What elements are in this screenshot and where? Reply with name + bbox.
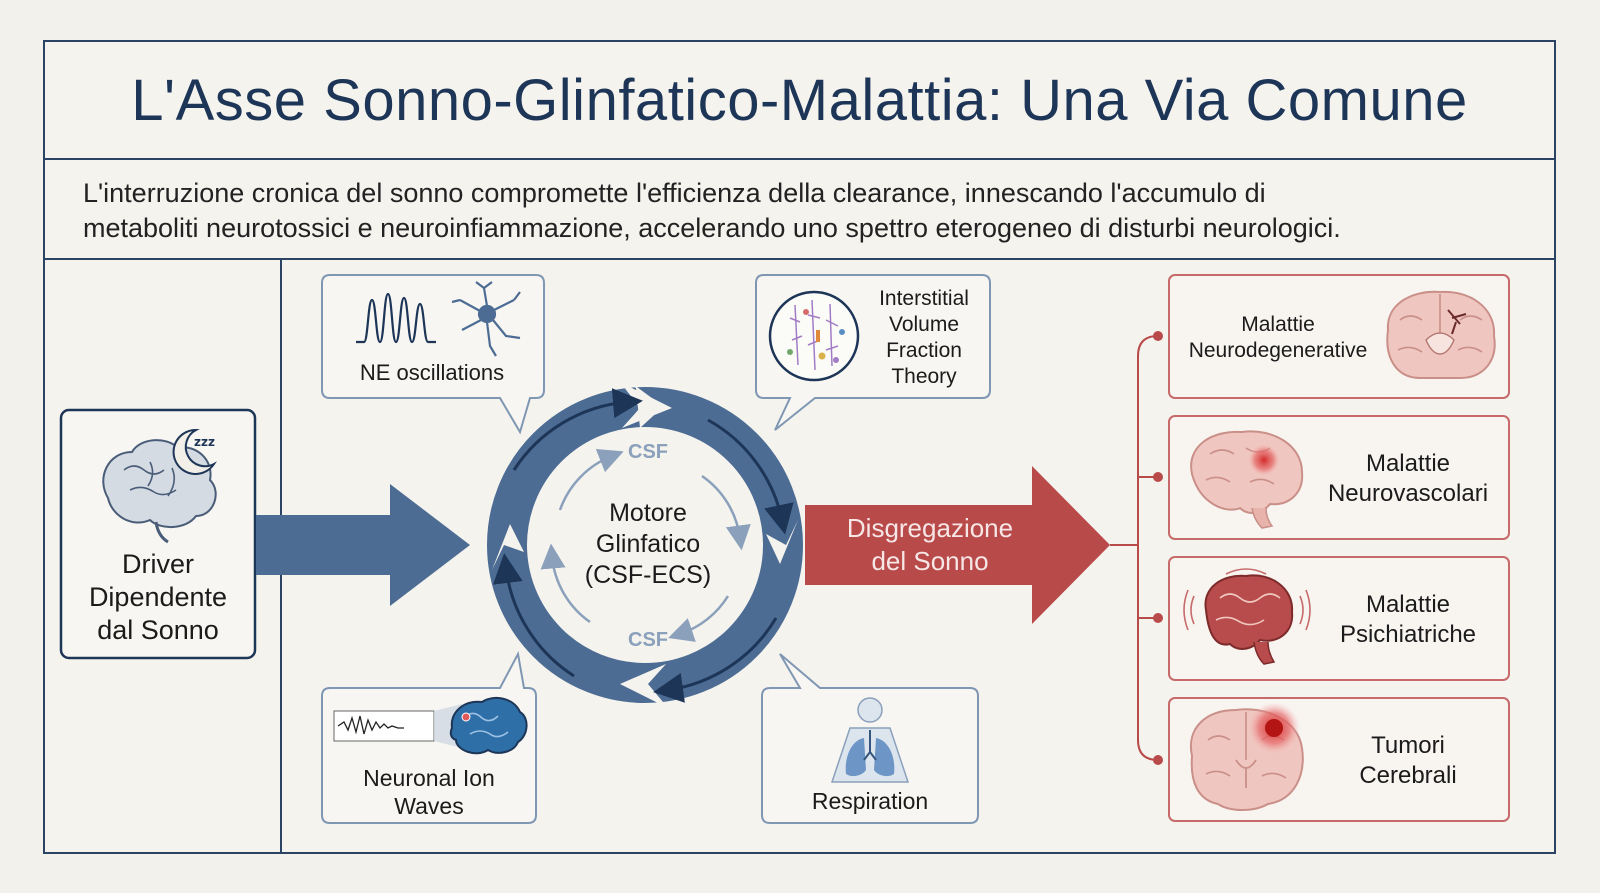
outcome-2-line-1: Malattie [1365,450,1451,477]
ne-oscillation-icon [356,292,436,344]
outcome-4-line-1: Tumori [1371,732,1445,759]
driver-label-line-2: Dipendente [88,582,228,612]
outcome-3-line-1: Malattie [1365,591,1451,618]
lungs-icon [830,697,910,783]
engine-label-line-1: Motore [609,499,687,527]
interstitial-space-icon [768,290,860,382]
outcome-label-tumors: Tumori Cerebrali [1310,731,1506,791]
ivf-theory-label: Interstitial Volume Fraction Theory [862,286,986,390]
neuronal-line-2: Waves [394,793,464,819]
ivf-line-2: Volume [888,313,960,336]
outcome-label-neurovascular: Malattie Neurovascolari [1310,449,1506,509]
psychiatric-brain-icon [1183,568,1311,665]
neuronal-line-1: Neuronal Ion [363,765,495,791]
ivf-line-3: Fraction [886,339,962,362]
engine-label-line-3: (CSF-ECS) [584,561,712,589]
ivf-line-4: Theory [891,365,957,388]
outcome-label-neurodegenerative: Malattie Neurodegenerative [1172,312,1384,364]
outcome-label-psychiatric: Malattie Psichiatriche [1310,590,1506,650]
title-bar: L'Asse Sonno-Glinfatico-Malattia: Una Vi… [45,42,1554,160]
outcome-branch-lines [1110,335,1159,761]
csf-bottom-label: CSF [628,629,668,651]
driver-label-line-3: dal Sonno [97,615,219,645]
ne-oscillations-label: NE oscillations [359,360,505,385]
outcome-4-line-2: Cerebrali [1359,762,1457,789]
neuronal-ion-waves-label: Neuronal Ion Waves [322,764,536,820]
csf-top-label: CSF [628,441,668,463]
driver-label: Driver Dipendente dal Sonno [61,548,255,647]
tumor-brain-icon [1189,702,1304,811]
driver-label-line-1: Driver [122,549,194,579]
sleep-disruption-arrow [805,466,1110,624]
page-title: L'Asse Sonno-Glinfatico-Malattia: Una Vi… [131,67,1468,133]
disruption-line-2: del Sonno [871,546,989,576]
subtitle-line-2: metaboliti neurotossici e neuroinfiammaz… [83,213,1341,243]
outcome-1-line-2: Neurodegenerative [1188,339,1368,362]
callout-ne-box [321,274,545,435]
sleeping-brain-icon [102,428,217,544]
ion-wave-icon [333,704,462,748]
engine-label: Motore Glinfatico (CSF-ECS) [560,498,736,591]
sleep-disruption-label: Disgregazione del Sonno [830,512,1030,578]
disruption-line-1: Disgregazione [846,513,1014,543]
blue-brain-icon [449,696,528,755]
subtitle-line-1: L'interruzione cronica del sonno comprom… [83,178,1266,208]
respiration-label: Respiration [811,788,929,814]
neuron-icon [451,281,521,357]
ivf-line-1: Interstitial [879,287,969,310]
outcome-1-line-1: Malattie [1241,313,1315,336]
outcome-3-line-2: Psichiatriche [1339,621,1477,648]
outcome-2-line-2: Neurovascolari [1327,480,1489,507]
atrophic-brain-icon [1386,290,1496,379]
engine-label-line-2: Glinfatico [595,530,701,558]
subtitle-bar: L'interruzione cronica del sonno comprom… [45,160,1554,260]
branch-dots [1153,331,1163,765]
zzz-icon: zzz [194,435,215,449]
stroke-brain-icon [1190,430,1304,529]
glymphatic-engine-ring [487,382,803,708]
driver-arrow [256,484,470,606]
